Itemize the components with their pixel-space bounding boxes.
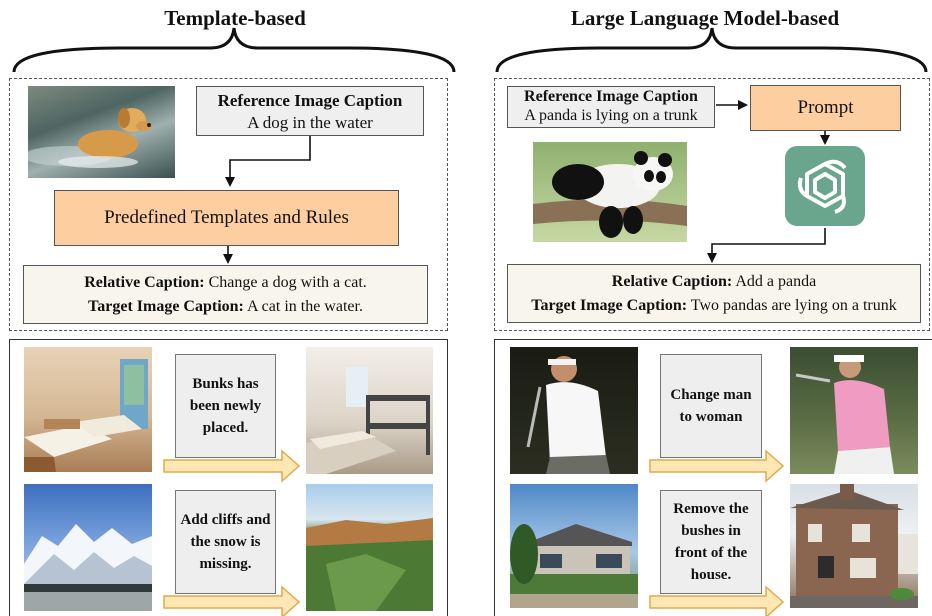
- cliff-valley-photo: [306, 484, 433, 611]
- left-relative-caption-text: Change a dog with a cat.: [204, 273, 367, 291]
- right-target-caption-label: Target Image Caption:: [531, 296, 688, 314]
- right-relative-caption-label: Relative Caption:: [611, 272, 733, 290]
- left-examples-panel: [9, 339, 448, 616]
- right-result-box: Relative Caption: Add a panda Target Ima…: [507, 264, 921, 323]
- snowy-mountain-photo: [24, 484, 152, 611]
- arrow-llm-to-result: [707, 228, 826, 263]
- right-reference-caption-text: A panda is lying on a trunk: [524, 107, 698, 124]
- left-reference-caption-title: Reference Image Caption: [217, 91, 403, 110]
- left-relative-caption-label: Relative Caption:: [84, 273, 205, 291]
- golfer-man-photo: [510, 347, 638, 474]
- left-reference-caption-box: Reference Image Caption A dog in the wat…: [196, 86, 424, 136]
- right-reference-caption-title: Reference Image Caption: [524, 88, 698, 105]
- example-card-3-text: Change man to woman: [670, 387, 752, 425]
- example-card-2-text: Add cliffs and the snow is missing.: [180, 512, 271, 572]
- right-section-title: Large Language Model-based: [570, 6, 840, 30]
- left-target-caption-text: A cat in the water.: [243, 297, 363, 315]
- example-card-1-text: Bunks has been newly placed.: [189, 376, 262, 436]
- right-pipeline-panel: [494, 78, 930, 331]
- prompt-label: Prompt: [797, 97, 854, 118]
- left-pipeline-panel: [9, 78, 448, 331]
- right-relative-caption-text: Add a panda: [732, 272, 817, 290]
- left-reference-caption-text: A dog in the water: [247, 113, 373, 132]
- left-section-title: Template-based: [164, 6, 306, 30]
- bunk-bedroom-photo: [306, 347, 433, 474]
- openai-logo-icon: [785, 146, 865, 226]
- predefined-templates-label: Predefined Templates and Rules: [104, 207, 349, 228]
- right-curly-brace: [495, 27, 928, 73]
- prompt-box: Prompt: [750, 85, 901, 131]
- panda-photo: [533, 142, 687, 242]
- left-target-caption-label: Target Image Caption:: [88, 297, 244, 315]
- example-card-1: Bunks has been newly placed.: [175, 354, 276, 458]
- example-card-2: Add cliffs and the snow is missing.: [175, 490, 276, 594]
- house-with-bushes-photo: [510, 484, 638, 608]
- right-reference-caption-box: Reference Image Caption A panda is lying…: [507, 86, 715, 128]
- left-curly-brace: [12, 27, 456, 73]
- example-card-4: Remove the bushes in front of the house.: [660, 490, 762, 594]
- example-card-4-text: Remove the bushes in front of the house.: [673, 501, 749, 583]
- right-examples-panel: [494, 339, 932, 616]
- block-arrows: [163, 449, 785, 616]
- example-card-3: Change man to woman: [660, 354, 762, 458]
- left-result-box: Relative Caption: Change a dog with a ca…: [23, 265, 428, 324]
- brick-house-photo: [790, 484, 918, 608]
- right-target-caption-text: Two pandas are lying on a trunk: [687, 296, 897, 314]
- golfer-woman-photo: [790, 347, 918, 474]
- predefined-templates-box: Predefined Templates and Rules: [54, 190, 399, 246]
- bedroom-photo: [24, 347, 152, 472]
- arrow-caption-to-templates: [225, 136, 311, 187]
- dog-photo: [28, 86, 175, 178]
